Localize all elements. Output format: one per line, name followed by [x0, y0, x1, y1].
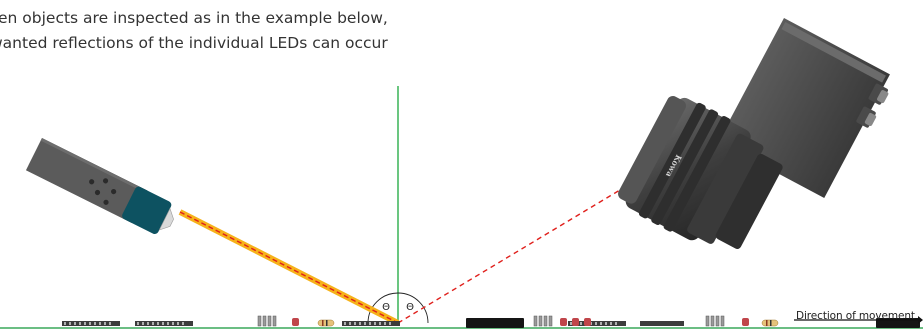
resistors: [317, 319, 779, 327]
caption-line-1: en objects are inspected as in the examp…: [0, 9, 388, 27]
angle-label-left: Θ: [382, 302, 390, 313]
caption-line-2: wanted reflections of the individual LED…: [0, 34, 388, 52]
red-capacitors: [292, 318, 749, 326]
led-spotlight: [25, 138, 174, 234]
movement-direction-label: Direction of movement: [796, 310, 915, 322]
circuit-board: [0, 315, 923, 329]
light-beam-core: [179, 211, 399, 324]
pin-headers: [257, 315, 725, 327]
movement-arrow-head: [918, 316, 923, 324]
spotlight-body: [25, 138, 148, 223]
smd-chip-row: [62, 321, 684, 326]
caption-text: en objects are inspected as in the examp…: [0, 0, 560, 52]
angle-label-right: Θ: [406, 302, 414, 313]
industrial-camera: Kowa: [618, 18, 890, 250]
camera-lens: Kowa: [618, 96, 783, 250]
spotlight-head: [122, 186, 172, 234]
reflected-ray: [397, 171, 651, 324]
angle-arc-left: [367, 292, 399, 324]
angle-arc-right: [397, 292, 429, 324]
